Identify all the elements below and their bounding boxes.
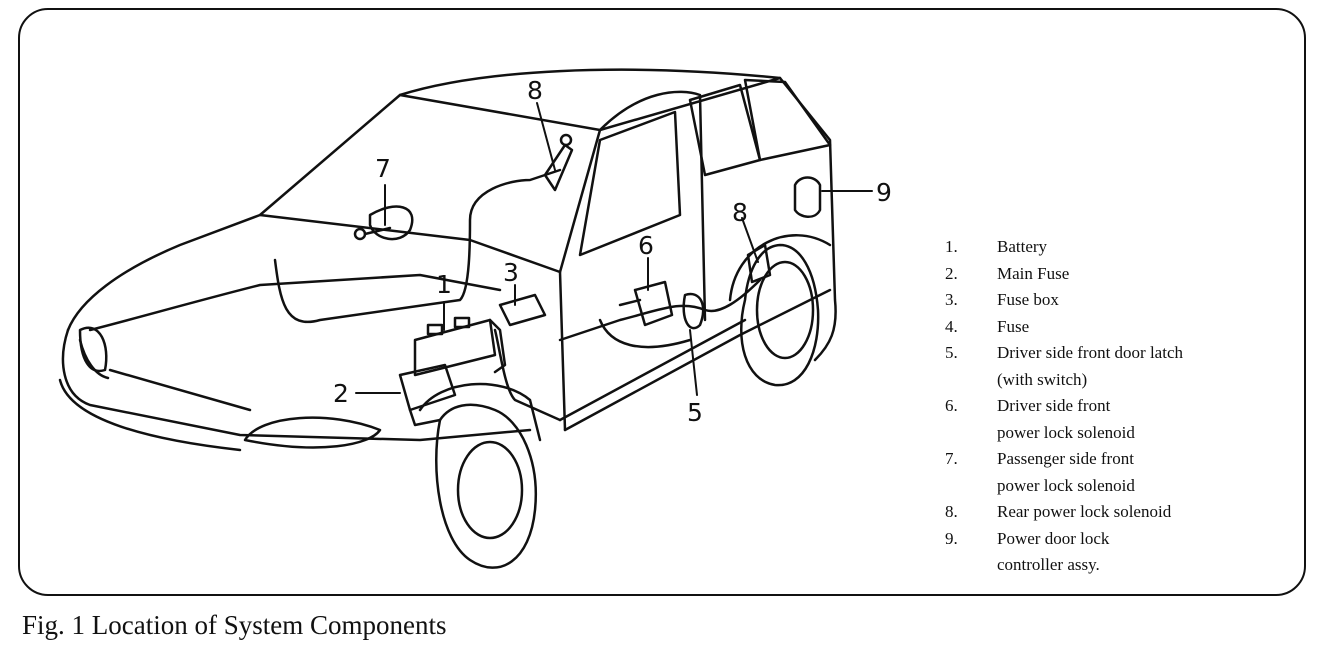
legend-number: 6. bbox=[945, 396, 958, 415]
passenger-solenoid bbox=[353, 205, 414, 241]
legend-line: Driver side front door latch bbox=[997, 343, 1183, 362]
legend-item-rear-solenoid: 8. Rear power lock solenoid bbox=[945, 499, 1265, 526]
callout-2: 2 bbox=[333, 379, 349, 408]
legend-number: 3. bbox=[945, 290, 958, 309]
legend-item-driver-solenoid: 6. Driver side front power lock solenoid bbox=[945, 393, 1265, 446]
legend-text: Main Fuse bbox=[997, 263, 1070, 283]
rear-wheel bbox=[728, 234, 832, 387]
legend-item-passenger-solenoid: 7. Passenger side front power lock solen… bbox=[945, 446, 1265, 499]
legend-number: 9. bbox=[945, 528, 958, 548]
legend-text: Fuse bbox=[997, 316, 1030, 336]
door-latch bbox=[682, 292, 705, 330]
legend-line: (with switch) bbox=[997, 369, 1088, 389]
figure-caption: Fig. 1 Location of System Components bbox=[22, 610, 447, 640]
legend-number: 7. bbox=[945, 449, 958, 468]
legend-line: Driver side front bbox=[997, 396, 1111, 415]
rear-solenoid-roof bbox=[543, 133, 574, 192]
legend-line: power lock solenoid bbox=[997, 475, 1135, 495]
legend-line: Power door lock bbox=[997, 528, 1110, 548]
legend-number: 8. bbox=[945, 502, 958, 521]
callout-8-roof: 8 bbox=[527, 76, 543, 105]
controller bbox=[793, 176, 822, 218]
legend-number: 4. bbox=[945, 316, 958, 336]
legend-text: Fuse box bbox=[997, 290, 1059, 309]
main-fuse bbox=[398, 363, 457, 427]
rear-solenoid-door bbox=[746, 243, 772, 284]
callout-8-door: 8 bbox=[732, 198, 748, 227]
legend-item-main-fuse: 2. Main Fuse bbox=[945, 261, 1265, 288]
component-legend: 1. Battery 2. Main Fuse 3. Fuse box 4. F… bbox=[945, 234, 1265, 579]
legend-text: Battery bbox=[997, 237, 1048, 256]
callout-3: 3 bbox=[503, 258, 519, 287]
legend-text: Rear power lock solenoid bbox=[997, 502, 1172, 521]
legend-text: Passenger side front power lock solenoid bbox=[997, 446, 1265, 499]
callout-9: 9 bbox=[876, 178, 892, 207]
legend-text: Power door lock controller assy. bbox=[997, 526, 1265, 579]
front-wheel bbox=[418, 382, 542, 569]
callout-6: 6 bbox=[638, 231, 654, 260]
callout-1: 1 bbox=[436, 270, 452, 299]
callout-5: 5 bbox=[687, 398, 703, 427]
legend-item-controller: 9. Power door lock controller assy. bbox=[945, 526, 1265, 579]
legend-number: 5. bbox=[945, 343, 958, 362]
legend-text: Driver side front power lock solenoid bbox=[997, 393, 1265, 446]
callout-7: 7 bbox=[375, 154, 391, 183]
car-body-outline bbox=[58, 68, 837, 452]
legend-number: 2. bbox=[945, 263, 958, 283]
driver-solenoid bbox=[618, 280, 674, 327]
diagram-frame bbox=[18, 8, 1306, 596]
legend-line: controller assy. bbox=[997, 555, 1100, 574]
legend-line: power lock solenoid bbox=[997, 422, 1135, 442]
leader-lines bbox=[355, 102, 873, 396]
legend-item-battery: 1. Battery bbox=[945, 234, 1265, 261]
legend-item-fuse-box: 3. Fuse box bbox=[945, 287, 1265, 314]
legend-line: Passenger side front bbox=[997, 449, 1134, 468]
legend-item-fuse: 4. Fuse bbox=[945, 314, 1265, 341]
battery bbox=[413, 316, 507, 377]
legend-text: Driver side front door latch (with switc… bbox=[997, 340, 1265, 393]
legend-number: 1. bbox=[945, 237, 958, 256]
legend-item-door-latch: 5. Driver side front door latch (with sw… bbox=[945, 340, 1265, 393]
fuse-box bbox=[498, 293, 547, 327]
